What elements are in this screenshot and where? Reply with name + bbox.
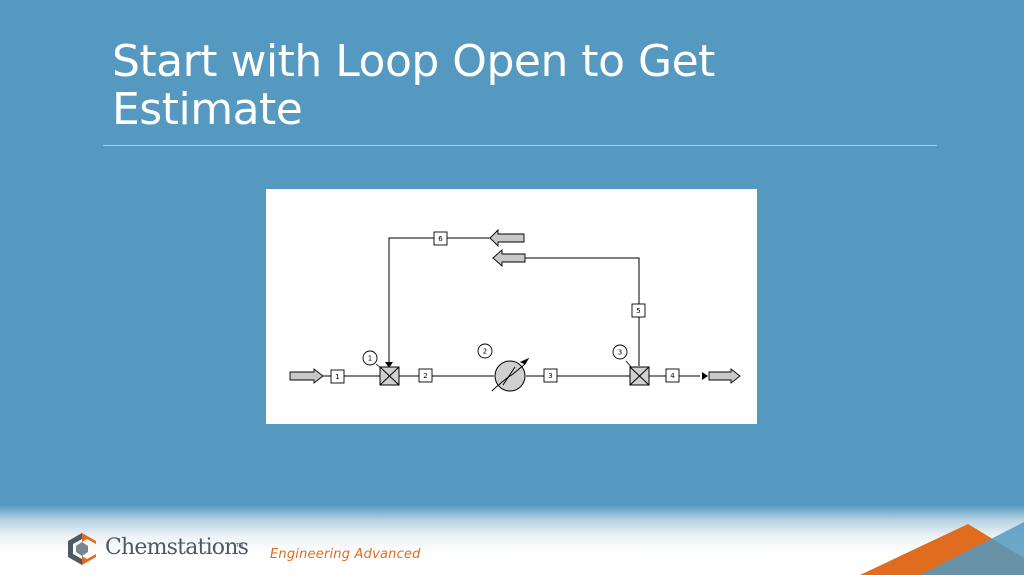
stream-6-feed-arrow-icon (489, 228, 525, 248)
unit-circle-3 (612, 344, 628, 360)
stream-6-line (388, 237, 491, 366)
stream-box-6 (433, 231, 448, 246)
unit-label-3: 3 (618, 349, 622, 357)
stream-5-line (502, 257, 640, 366)
stream-5-outlet-arrow-icon (492, 248, 526, 268)
process-flow-diagram: 1 2 3 4 5 6 1 2 3 (266, 189, 757, 424)
stream-label-5: 5 (636, 307, 640, 315)
footer-band (0, 505, 1024, 575)
stream-label-3: 3 (548, 372, 552, 380)
stream-box-5 (631, 303, 646, 318)
stream-label-1: 1 (335, 373, 339, 381)
unit-circle-1 (362, 350, 378, 366)
stream-4-arrowhead (702, 372, 708, 380)
stream-box-4 (665, 368, 680, 383)
trademark-mark: TM (236, 543, 244, 549)
stream-label-2: 2 (423, 372, 427, 380)
feed-arrow-icon (289, 368, 324, 384)
tagline: Engineering Advanced (270, 547, 421, 562)
chemstations-logo-icon (68, 533, 96, 565)
unit-label-2: 2 (483, 348, 487, 356)
stream-label-4: 4 (670, 372, 675, 380)
title-divider (103, 145, 937, 146)
product-arrow-icon (708, 368, 741, 384)
stream-label-6: 6 (438, 235, 443, 243)
corner-accent-shape (860, 522, 1024, 575)
stream-box-1 (330, 369, 345, 384)
brand-name: Chemstations (105, 535, 249, 560)
unit-circle-2 (477, 343, 493, 359)
stream-box-2 (418, 368, 433, 383)
stream-box-3 (543, 368, 558, 383)
heat-exchanger-icon (491, 357, 530, 392)
mixer-inlet-arrowhead (385, 362, 393, 368)
unit-label-1: 1 (368, 355, 372, 363)
